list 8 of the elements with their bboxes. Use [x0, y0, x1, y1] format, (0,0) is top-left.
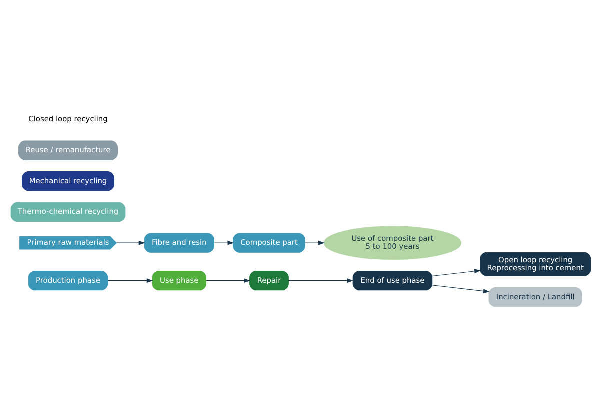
arrow	[206, 278, 251, 284]
arrow	[432, 269, 481, 277]
arrow	[288, 278, 354, 284]
arrow	[108, 278, 154, 284]
arrow	[214, 240, 234, 246]
arrow	[304, 240, 325, 246]
arrow	[432, 285, 490, 294]
arrow	[116, 240, 146, 246]
